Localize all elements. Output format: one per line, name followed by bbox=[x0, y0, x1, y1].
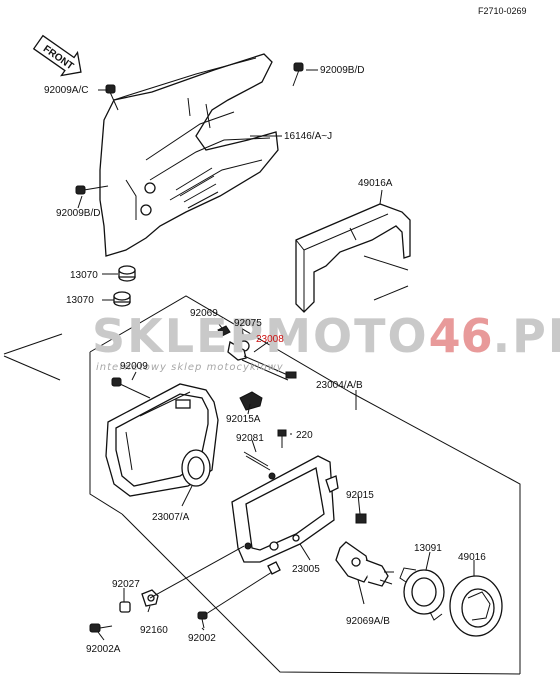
nut-92015 bbox=[355, 513, 367, 524]
bracket-49016a bbox=[295, 203, 411, 313]
bolt-220 bbox=[277, 429, 287, 448]
label-23007: 23007/A bbox=[152, 512, 190, 523]
socket-13091 bbox=[399, 567, 445, 621]
screw-92002 bbox=[197, 611, 208, 629]
label-23004: 23004/A/B bbox=[316, 380, 363, 391]
label-92009bd-left: 92009B/D bbox=[56, 208, 100, 219]
label-13091: 13091 bbox=[414, 543, 442, 554]
label-92069: 92069 bbox=[190, 308, 218, 319]
washer-92027 bbox=[119, 601, 131, 613]
watermark: SKLEPMOTO46.PL internetowy sklep motocyk… bbox=[92, 309, 560, 373]
watermark-main-b: 46 bbox=[429, 309, 493, 363]
label-16146: 16146/A~J bbox=[284, 131, 332, 142]
watermark-main-a: SKLEPMOTO bbox=[92, 309, 429, 363]
leader-lines bbox=[77, 69, 475, 641]
connector-92015a bbox=[239, 391, 263, 411]
label-92002a: 92002A bbox=[86, 644, 121, 655]
clip-92069 bbox=[217, 325, 231, 337]
label-23005: 23005 bbox=[292, 564, 320, 575]
label-49016: 49016 bbox=[458, 552, 486, 563]
label-13070-a: 13070 bbox=[70, 270, 98, 281]
label-92015: 92015 bbox=[346, 490, 374, 501]
bulb-92069ab bbox=[335, 541, 394, 587]
assembly-outline-23004 bbox=[3, 295, 521, 675]
label-92009bd-top: 92009B/D bbox=[320, 65, 364, 76]
mounting-frame-23005 bbox=[231, 455, 339, 575]
label-92027: 92027 bbox=[112, 579, 140, 590]
screw-92009 bbox=[111, 377, 151, 399]
label-92069ab: 92069A/B bbox=[346, 616, 390, 627]
label-92160: 92160 bbox=[140, 625, 168, 636]
headlight-housing-23007 bbox=[105, 383, 219, 497]
cap-49016 bbox=[449, 575, 503, 637]
label-49016a: 49016A bbox=[358, 178, 393, 189]
screw-92002a bbox=[89, 623, 113, 633]
watermark-main-c: .PL bbox=[493, 309, 560, 363]
watermark-sub: internetowy sklep motocyklowy bbox=[96, 362, 284, 373]
label-92015a: 92015A bbox=[226, 414, 261, 425]
figure-code: F2710-0269 bbox=[478, 6, 527, 16]
front-arrow-icon: FRONT bbox=[32, 34, 82, 77]
grommet-13070-b bbox=[113, 291, 131, 307]
label-23008: 23008 bbox=[256, 334, 284, 345]
upper-cowl bbox=[99, 53, 279, 257]
label-92009ac: 92009A/C bbox=[44, 85, 88, 96]
bulb-23008 bbox=[227, 340, 297, 381]
grommet-13070-a bbox=[118, 265, 136, 282]
label-13070-b: 13070 bbox=[66, 295, 94, 306]
screw-92009ac bbox=[105, 84, 119, 111]
screw-92081 bbox=[243, 451, 271, 471]
label-92075: 92075 bbox=[234, 318, 262, 329]
label-220: 220 bbox=[296, 430, 313, 441]
label-92002: 92002 bbox=[188, 633, 216, 644]
label-92081: 92081 bbox=[236, 433, 264, 444]
screw-92009bd-left bbox=[75, 185, 109, 195]
screw-92009bd-top bbox=[292, 62, 304, 87]
svg-text:SKLEPMOTO46.PL: SKLEPMOTO46.PL bbox=[92, 309, 560, 363]
label-92009: 92009 bbox=[120, 361, 148, 372]
